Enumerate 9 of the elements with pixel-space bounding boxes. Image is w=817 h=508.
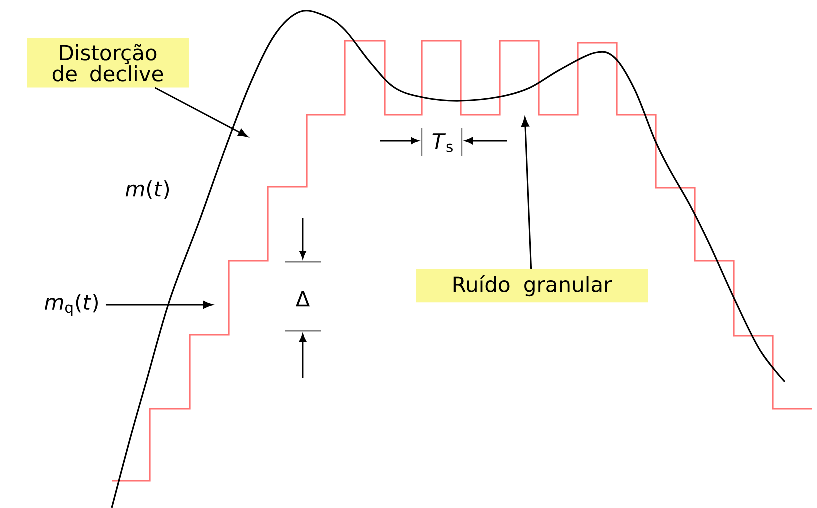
leader-arrow [522,117,532,270]
leader-arrow [106,301,213,309]
signal-label: m(t) [126,180,170,200]
signal-label: m$_{q}$(t) [44,294,98,316]
period-label: T$_{s}$ [432,134,453,152]
callout-box: Ruído granular [416,269,648,303]
callout-box: Distorção de declive [27,38,189,88]
step-size-label: Δ [296,291,310,307]
leader-arrow [154,87,248,138]
